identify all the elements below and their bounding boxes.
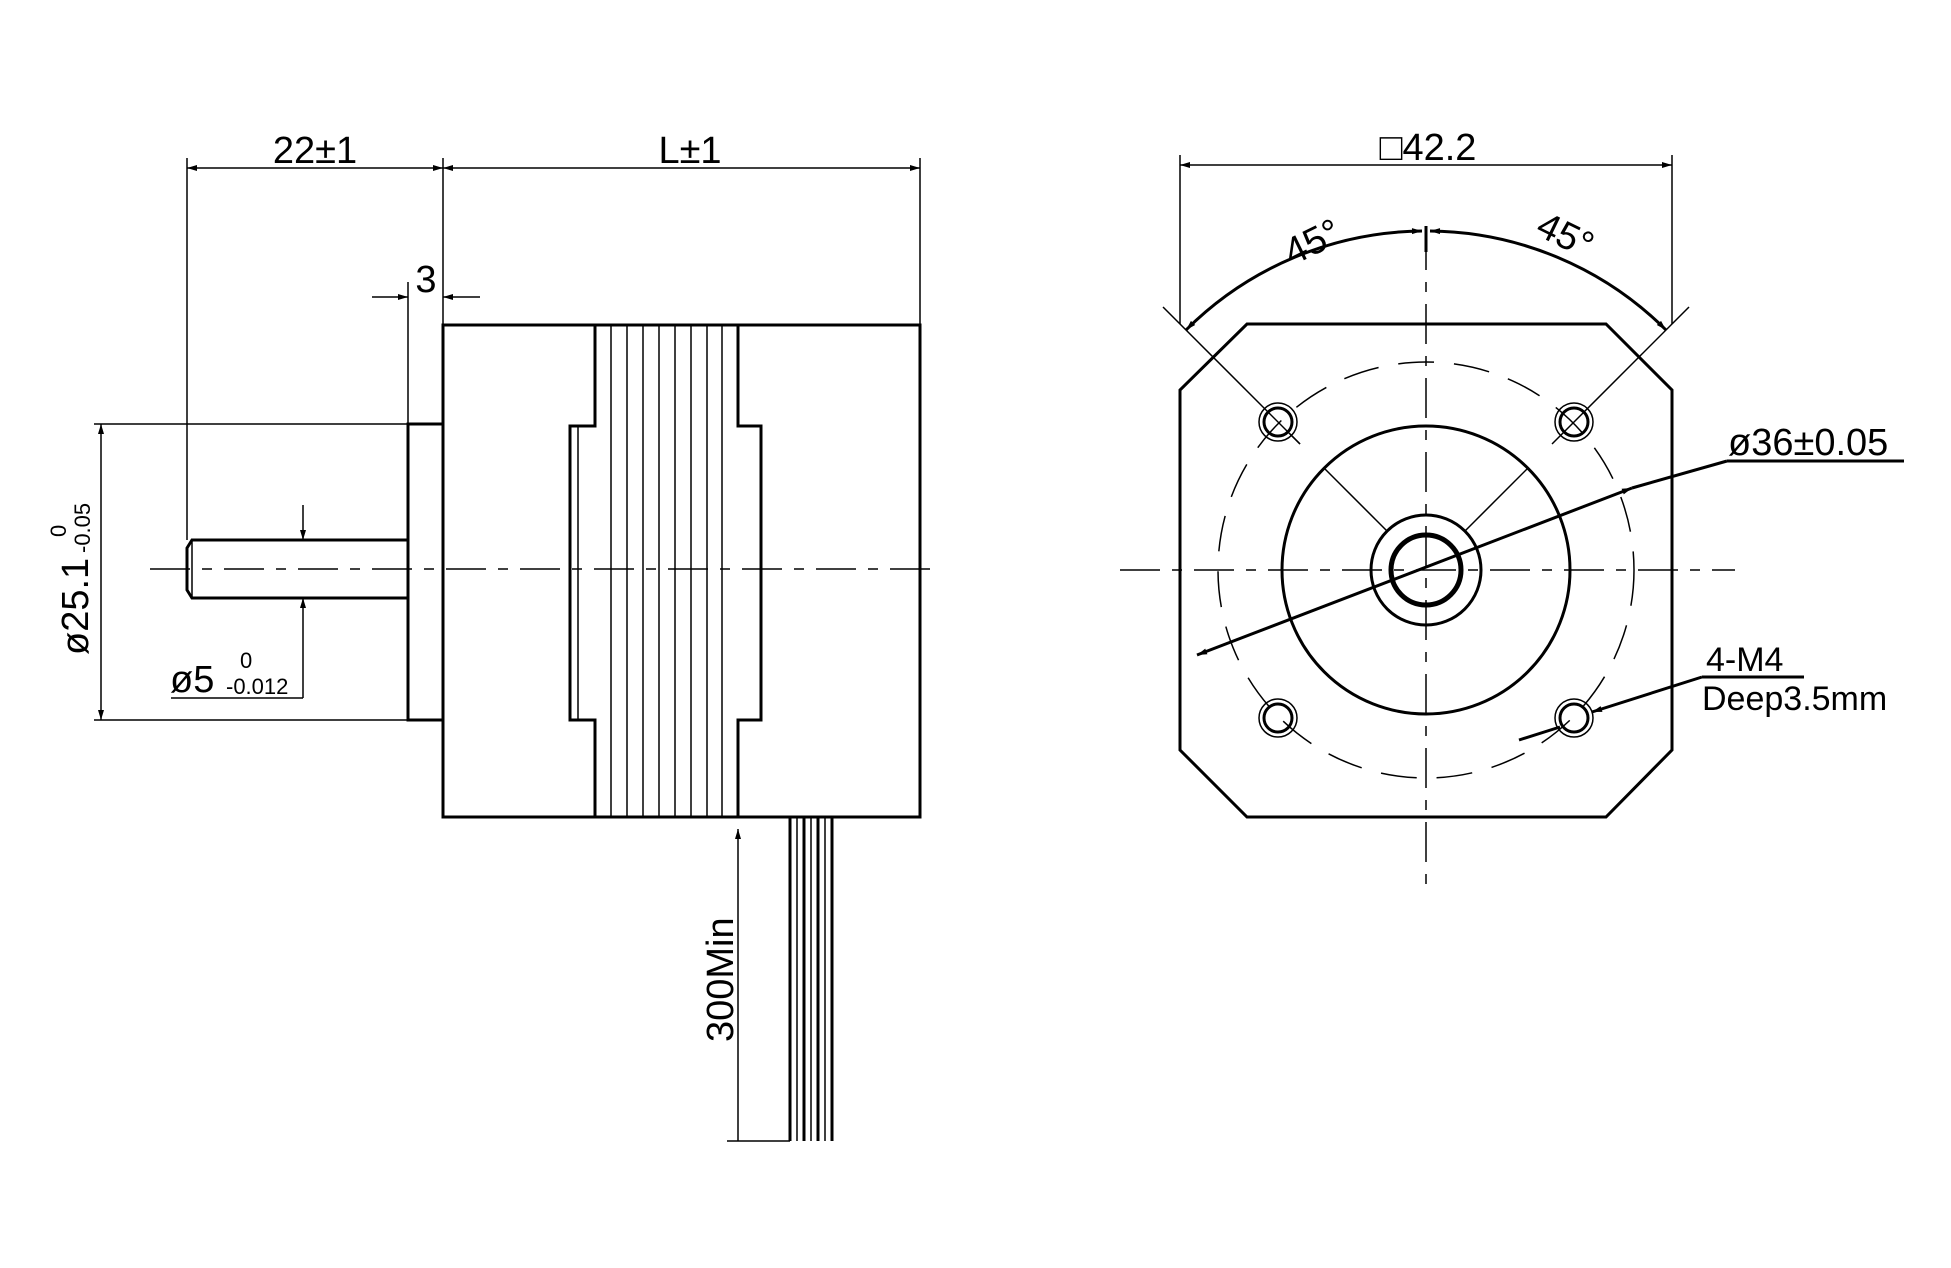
flange xyxy=(406,422,445,722)
mount-holes xyxy=(1258,402,1594,738)
shaft-diameter-label: ø5 xyxy=(170,659,214,701)
shaft-tol-upper: 0 xyxy=(240,648,252,673)
pilot-diameter-label: ø25.1 xyxy=(55,558,97,655)
bolt-circle-dim-line xyxy=(1196,486,1633,657)
flange-thickness-label: 3 xyxy=(415,259,436,301)
angle-right-label: 45° xyxy=(1530,204,1600,267)
square-size-label: □42.2 xyxy=(1380,127,1477,169)
angle-arc-left xyxy=(1184,228,1423,332)
lamination-lines xyxy=(610,325,723,817)
motor-body xyxy=(441,323,922,819)
side-view: 22±1 L±1 3 ø25.1 0 -0.05 ø5 0 -0.012 300… xyxy=(46,130,935,1142)
bolt-circle-label: ø36±0.05 xyxy=(1728,422,1888,464)
holes-label: 4-M4 xyxy=(1706,641,1783,679)
winding-stack xyxy=(568,325,763,817)
angle-arc-right xyxy=(1429,228,1668,332)
pilot-diameter-dim: ø25.1 0 -0.05 xyxy=(46,503,97,655)
angle-left-label: 45° xyxy=(1278,211,1348,274)
front-view: 45° 45° □42.2 ø36±0.05 4-M4 Deep3.5mm xyxy=(1120,127,1904,885)
hole-depth-label: Deep3.5mm xyxy=(1702,680,1887,718)
body-length-label: L±1 xyxy=(658,130,721,172)
shaft-tol-lower: -0.012 xyxy=(226,674,288,699)
shaft-length-label: 22±1 xyxy=(273,130,357,172)
pilot-tol-lower: -0.05 xyxy=(70,503,95,553)
lead-wires xyxy=(788,817,834,1141)
pilot-tol-upper: 0 xyxy=(46,525,71,537)
lead-length-label: 300Min xyxy=(700,917,742,1042)
faceplate xyxy=(1178,322,1674,819)
